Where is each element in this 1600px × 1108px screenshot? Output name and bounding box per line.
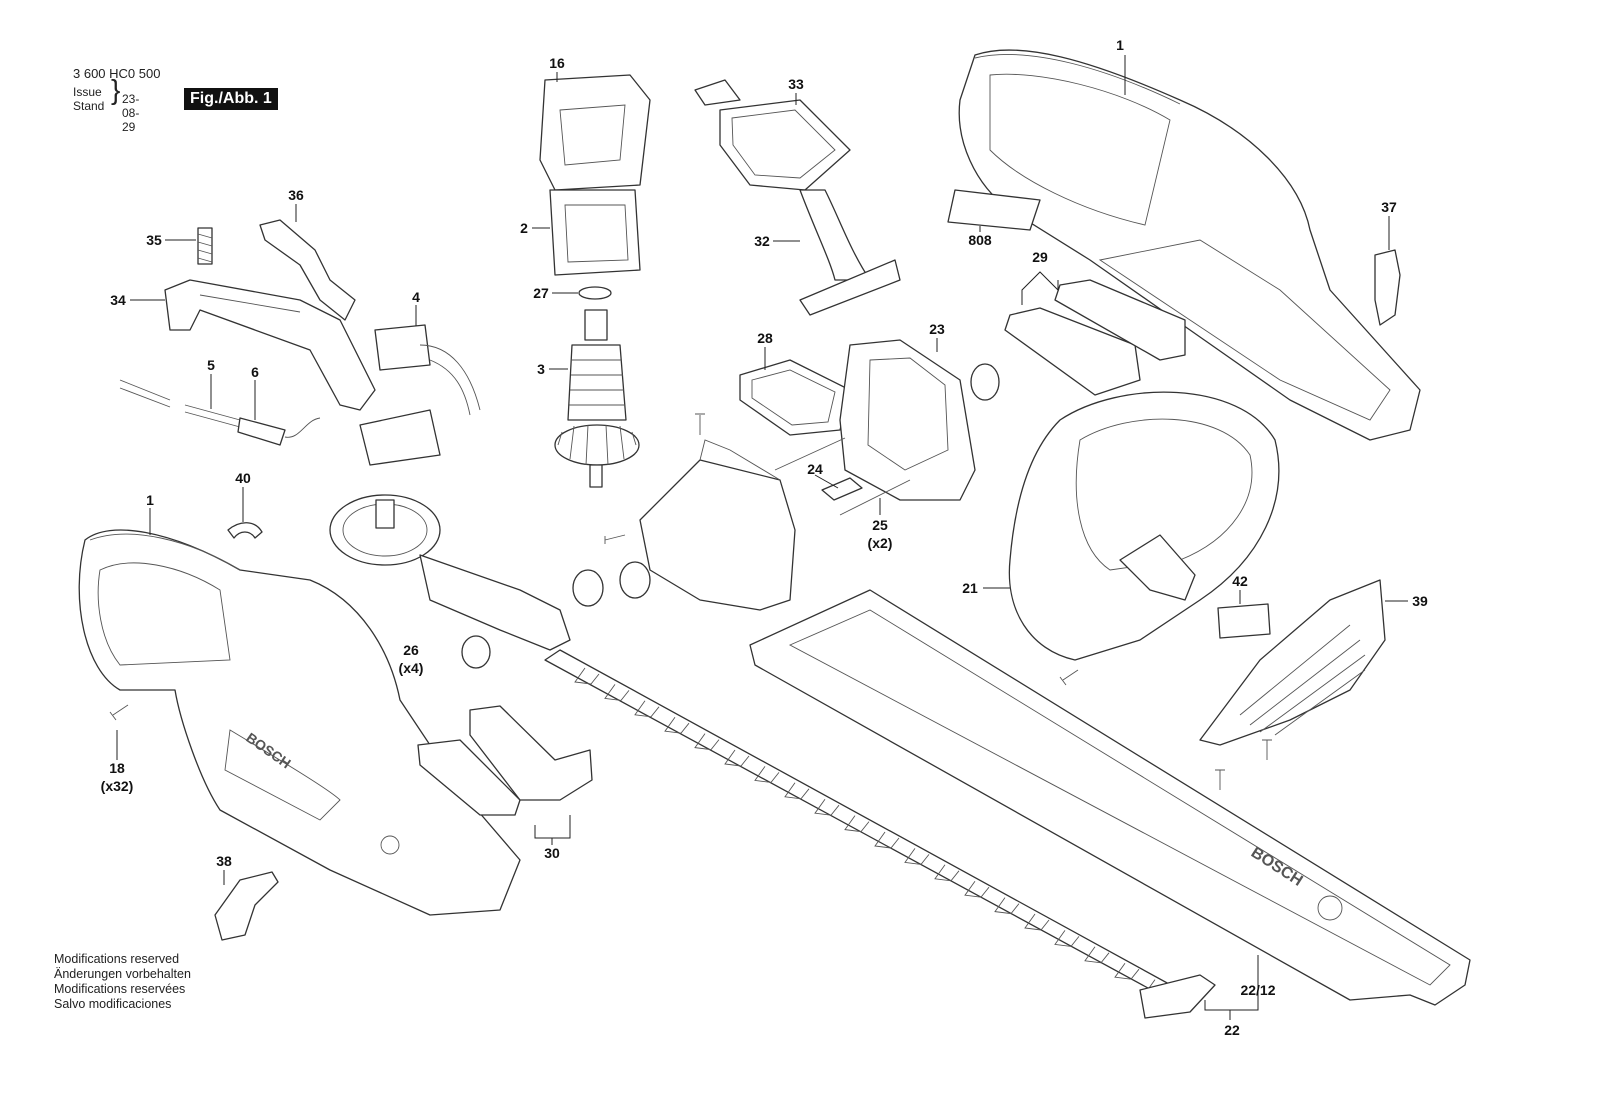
housing-half-left: BOSCH [78,529,521,916]
clip-40 [227,522,263,539]
callout-29: 29 [1032,249,1048,265]
power-cable [119,379,241,428]
gasket-frame [694,79,851,191]
callout-25-qty: (x2) [868,535,893,551]
callout-18: 18 [109,760,125,776]
blade-carrier [839,339,976,501]
field-coil [549,189,641,276]
callout-6: 6 [251,364,259,380]
callout-35: 35 [146,232,162,248]
screws [109,413,1272,790]
figure-label: Fig./Abb. 1 [184,88,278,110]
o-ring [578,286,612,300]
note-line: Salvo modificaciones [54,997,172,1011]
handle-bar [164,279,376,411]
document-number: 3 600 HC0 500 [73,66,161,81]
housing-half-right [958,49,1421,441]
switch-lever [259,219,356,321]
callout-1-left: 1 [146,492,154,508]
callout-39: 39 [1412,593,1428,609]
pin-25 [839,479,911,516]
gear-housing [639,439,796,611]
callout-3: 3 [537,361,545,377]
callout-40: 40 [235,470,251,486]
note-line: Änderungen vorbehalten [54,967,191,981]
issue-block: Issue Stand } 23-08-29 [73,76,139,135]
cable-harness [799,189,901,316]
callout-16: 16 [549,55,565,71]
clip-38 [214,871,279,941]
callout-4: 4 [412,289,420,305]
clip-37 [1374,249,1401,326]
stand-label: Stand [73,99,105,113]
brush-holder [539,74,651,191]
label-plate [947,189,1041,231]
callout-23: 23 [929,321,945,337]
armature [554,309,640,488]
issue-date: 23-08-29 [122,92,140,134]
callout-22: 22 [1224,1022,1240,1038]
slider-block [821,477,863,501]
modifications-notes: Modifications reserved Änderungen vorbeh… [54,952,191,1012]
cover-plates [1004,279,1186,396]
label-42 [1217,603,1271,639]
callout-18-qty: (x32) [101,778,134,794]
spring [197,227,213,265]
callout-25: 25 [872,517,888,533]
bushing-23 [970,363,1000,401]
bearings [461,561,651,669]
vent-grille [1199,579,1386,746]
hand-guard [1008,391,1280,661]
callout-38: 38 [216,853,232,869]
brace-glyph: } [111,74,121,105]
callout-28: 28 [757,330,773,346]
crank-shaft [419,554,571,651]
plug [237,417,321,446]
seal-frame [739,359,851,436]
callout-26-qty: (x4) [399,660,424,676]
issue-label: Issue [73,85,102,99]
handle-grips [417,705,593,816]
callout-30: 30 [544,845,560,861]
gear-wheel [329,494,441,566]
hedge-blade [544,649,1216,1019]
callout-27: 27 [533,285,549,301]
callout-26: 26 [403,642,419,658]
callout-22-12: 22/12 [1240,982,1275,998]
callout-42: 42 [1232,573,1248,589]
switch-assembly [359,324,481,466]
callout-36: 36 [288,187,304,203]
callout-32: 32 [754,233,770,249]
callout-2: 2 [520,220,528,236]
callout-34: 34 [110,292,126,308]
callout-24: 24 [807,461,823,477]
callout-21: 21 [962,580,978,596]
blade-guard: BOSCH [749,589,1471,1006]
note-line: Modifications reserved [54,952,180,966]
callout-1-top: 1 [1116,37,1124,53]
callout-5: 5 [207,357,215,373]
note-line: Modifications reservées [54,982,186,996]
callout-33: 33 [788,76,804,92]
callout-37: 37 [1381,199,1397,215]
callout-808: 808 [968,232,992,248]
